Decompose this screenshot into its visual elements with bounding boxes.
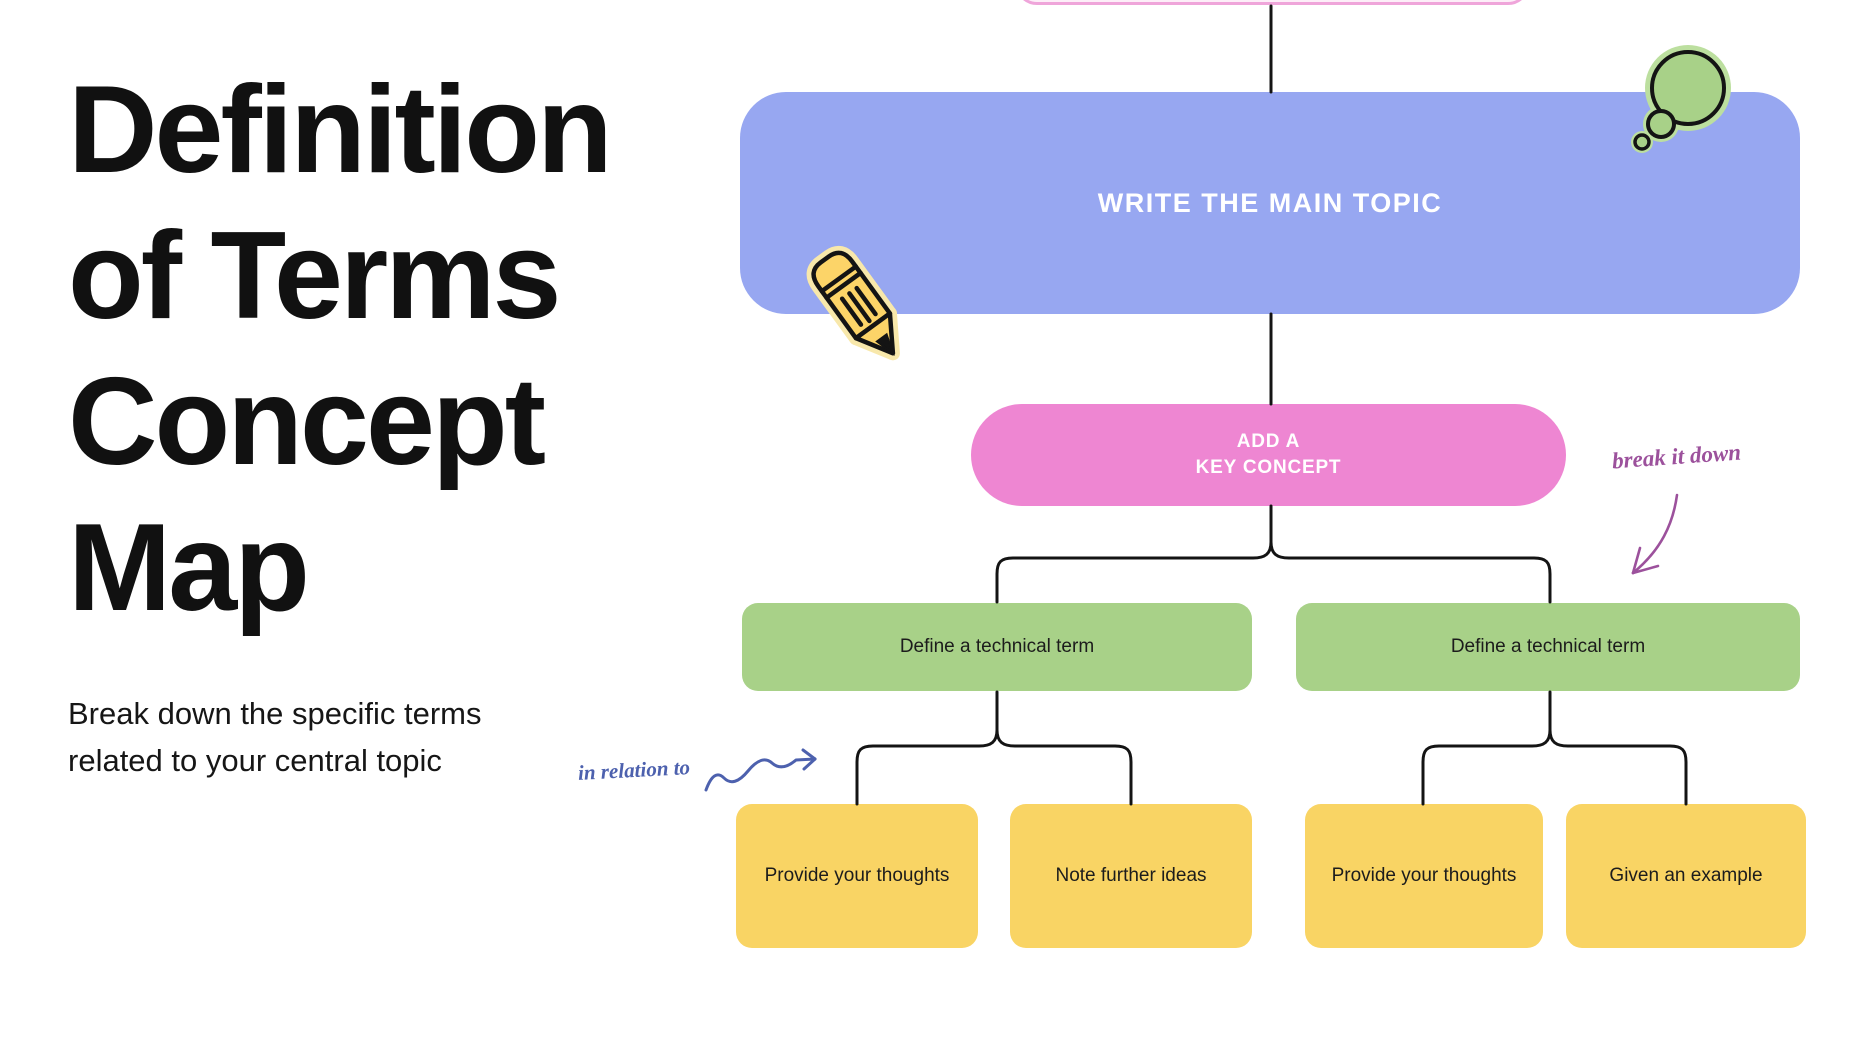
detail-node-2-label: Note further ideas (1055, 865, 1207, 886)
term-node-left-label: Define a technical term (899, 636, 1095, 657)
in-relation-to-arrow (704, 748, 817, 792)
detail-node-2[interactable]: Note further ideas (1010, 804, 1252, 948)
main-topic-label: WRITE THE MAIN TOPIC (1097, 187, 1443, 218)
key-concept-node[interactable]: ADD A KEY CONCEPT (971, 404, 1566, 506)
cropped-top-node[interactable] (1015, 0, 1530, 5)
annotation-break-it-down: break it down (1611, 439, 1742, 474)
key-concept-label: ADD A KEY CONCEPT (1195, 431, 1342, 478)
main-topic-node[interactable]: WRITE THE MAIN TOPIC (740, 92, 1800, 314)
annotation-in-relation-to: in relation to (577, 755, 691, 785)
page-subtitle: Break down the specific terms related to… (68, 696, 482, 778)
term-node-left[interactable]: Define a technical term (742, 603, 1252, 691)
detail-node-1[interactable]: Provide your thoughts (736, 804, 978, 948)
term-node-right-label: Define a technical term (1450, 636, 1646, 657)
detail-node-3-label: Provide your thoughts (1331, 865, 1517, 886)
detail-node-1-label: Provide your thoughts (764, 865, 950, 886)
break-it-down-arrow (1631, 493, 1679, 575)
detail-node-4[interactable]: Given an example (1566, 804, 1806, 948)
term-node-right[interactable]: Define a technical term (1296, 603, 1800, 691)
page-title: Definition of Terms Concept Map (68, 61, 613, 637)
detail-node-4-label: Given an example (1609, 865, 1763, 886)
detail-node-3[interactable]: Provide your thoughts (1305, 804, 1543, 948)
